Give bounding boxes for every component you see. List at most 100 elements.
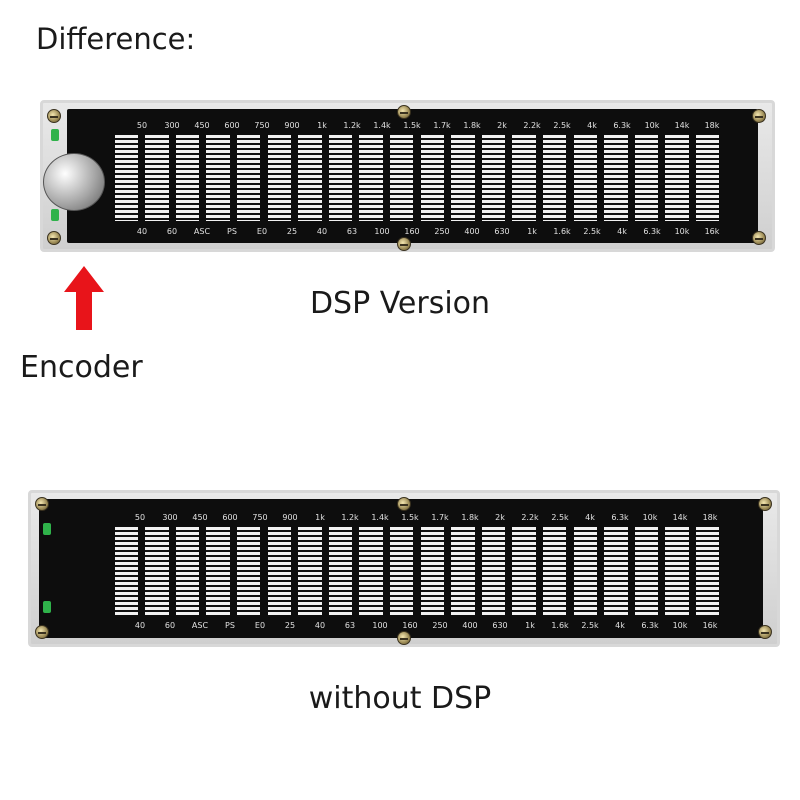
top-scale-label: 2.2k <box>521 513 539 522</box>
spectrum-bar <box>237 135 261 221</box>
bottom-scale-label: 630 <box>492 621 508 630</box>
bottom-scale-label: 4k <box>615 621 625 630</box>
screw <box>47 231 61 245</box>
top-scale-label: 2.5k <box>551 513 569 522</box>
top-scale-label: 750 <box>252 513 268 522</box>
bottom-scale-label: E0 <box>256 227 268 236</box>
spectrum-bar <box>696 135 720 221</box>
spectrum-bar <box>604 135 628 221</box>
bottom-scale-label: 250 <box>432 621 448 630</box>
spectrum-bar <box>451 527 475 615</box>
bottom-scale-label: 250 <box>434 227 450 236</box>
spectrum-bar <box>543 135 567 221</box>
top-scale-label: 4k <box>585 513 595 522</box>
top-scale-label: 450 <box>194 121 210 130</box>
bottom-scale-label: 1k <box>527 227 537 236</box>
bottom-scale-label: 40 <box>314 621 326 630</box>
bottom-scale-label: 2.5k <box>583 227 601 236</box>
bottom-scale-label: 25 <box>284 621 296 630</box>
bottom-scale-label: PS <box>227 227 237 236</box>
screw <box>758 497 772 511</box>
spectrum-bar <box>145 527 169 615</box>
bottom-scale-label: 630 <box>494 227 510 236</box>
top-scale-label: 1.8k <box>463 121 481 130</box>
top-scale-label: 50 <box>134 513 146 522</box>
top-scale-label: 1.8k <box>461 513 479 522</box>
spectrum-bar <box>390 527 414 615</box>
spectrum-bar <box>390 135 414 221</box>
spectrum-bars <box>111 135 723 221</box>
top-scale-label: 1.4k <box>373 121 391 130</box>
bottom-scale-label: 60 <box>166 227 178 236</box>
spectrum-bar <box>114 527 138 615</box>
top-scale-label: 1.4k <box>371 513 389 522</box>
bottom-scale-label: 6.3k <box>641 621 659 630</box>
bottom-scale-label: 40 <box>316 227 328 236</box>
spectrum-bar <box>420 135 444 221</box>
screw <box>758 625 772 639</box>
spectrum-bar <box>145 135 169 221</box>
top-scale-label: 14k <box>674 121 690 130</box>
screw <box>35 497 49 511</box>
bottom-scale-label: 1k <box>525 621 535 630</box>
bottom-scale-label: E0 <box>254 621 266 630</box>
top-scale-label: 750 <box>254 121 270 130</box>
spectrum-bar <box>634 527 659 615</box>
status-led <box>43 601 51 613</box>
top-scale-label: 50 <box>136 121 148 130</box>
top-scale-label: 10k <box>644 121 660 130</box>
bottom-scale-label: 1.6k <box>553 227 571 236</box>
spectrum-bar <box>481 135 506 221</box>
top-scale-label: 10k <box>642 513 658 522</box>
spectrum-bar <box>206 527 230 615</box>
screw <box>397 237 411 251</box>
top-scale-label: 300 <box>162 513 178 522</box>
top-scale-label: 1.7k <box>433 121 451 130</box>
bottom-scale-label: 100 <box>372 621 388 630</box>
up-arrow-icon <box>64 266 104 330</box>
bottom-scale-label: 10k <box>672 621 688 630</box>
spectrum-bar <box>359 135 383 221</box>
spectrum-bars <box>111 527 723 615</box>
bottom-scale-label: 10k <box>674 227 690 236</box>
top-scale-label: 1.2k <box>341 513 359 522</box>
bottom-scale-label: 16k <box>702 621 718 630</box>
top-scale-label: 300 <box>164 121 180 130</box>
bottom-scale-label: 1.6k <box>551 621 569 630</box>
spectrum-bar <box>512 527 536 615</box>
top-scale-label: 450 <box>192 513 208 522</box>
spectrum-bar <box>206 135 230 221</box>
bottom-scale-label: 6.3k <box>643 227 661 236</box>
bottom-scale-label: 63 <box>346 227 358 236</box>
top-scale-label: 1.5k <box>401 513 419 522</box>
bottom-scale-label: 160 <box>404 227 420 236</box>
bottom-scale-label: 40 <box>134 621 146 630</box>
bottom-scale-label: 63 <box>344 621 356 630</box>
top-scale-label: 2k <box>497 121 507 130</box>
top-scale-label: 6.3k <box>613 121 631 130</box>
screw <box>397 497 411 511</box>
bottom-scale-label: ASC <box>191 621 209 630</box>
top-scale-label: 900 <box>282 513 298 522</box>
without-dsp-caption: without DSP <box>308 681 492 716</box>
spectrum-bar <box>298 135 322 221</box>
spectrum-bar <box>451 135 475 221</box>
top-scale-label: 14k <box>672 513 688 522</box>
encoder-knob <box>43 153 105 211</box>
screw <box>752 109 766 123</box>
top-scale-label: 2.2k <box>523 121 541 130</box>
top-scale-label: 1k <box>317 121 327 130</box>
top-scale-label: 600 <box>222 513 238 522</box>
bottom-scale-label: 40 <box>136 227 148 236</box>
spectrum-bar <box>543 527 567 615</box>
top-scale-label: 2k <box>495 513 505 522</box>
bottom-scale-label: ASC <box>193 227 211 236</box>
status-led <box>43 523 51 535</box>
